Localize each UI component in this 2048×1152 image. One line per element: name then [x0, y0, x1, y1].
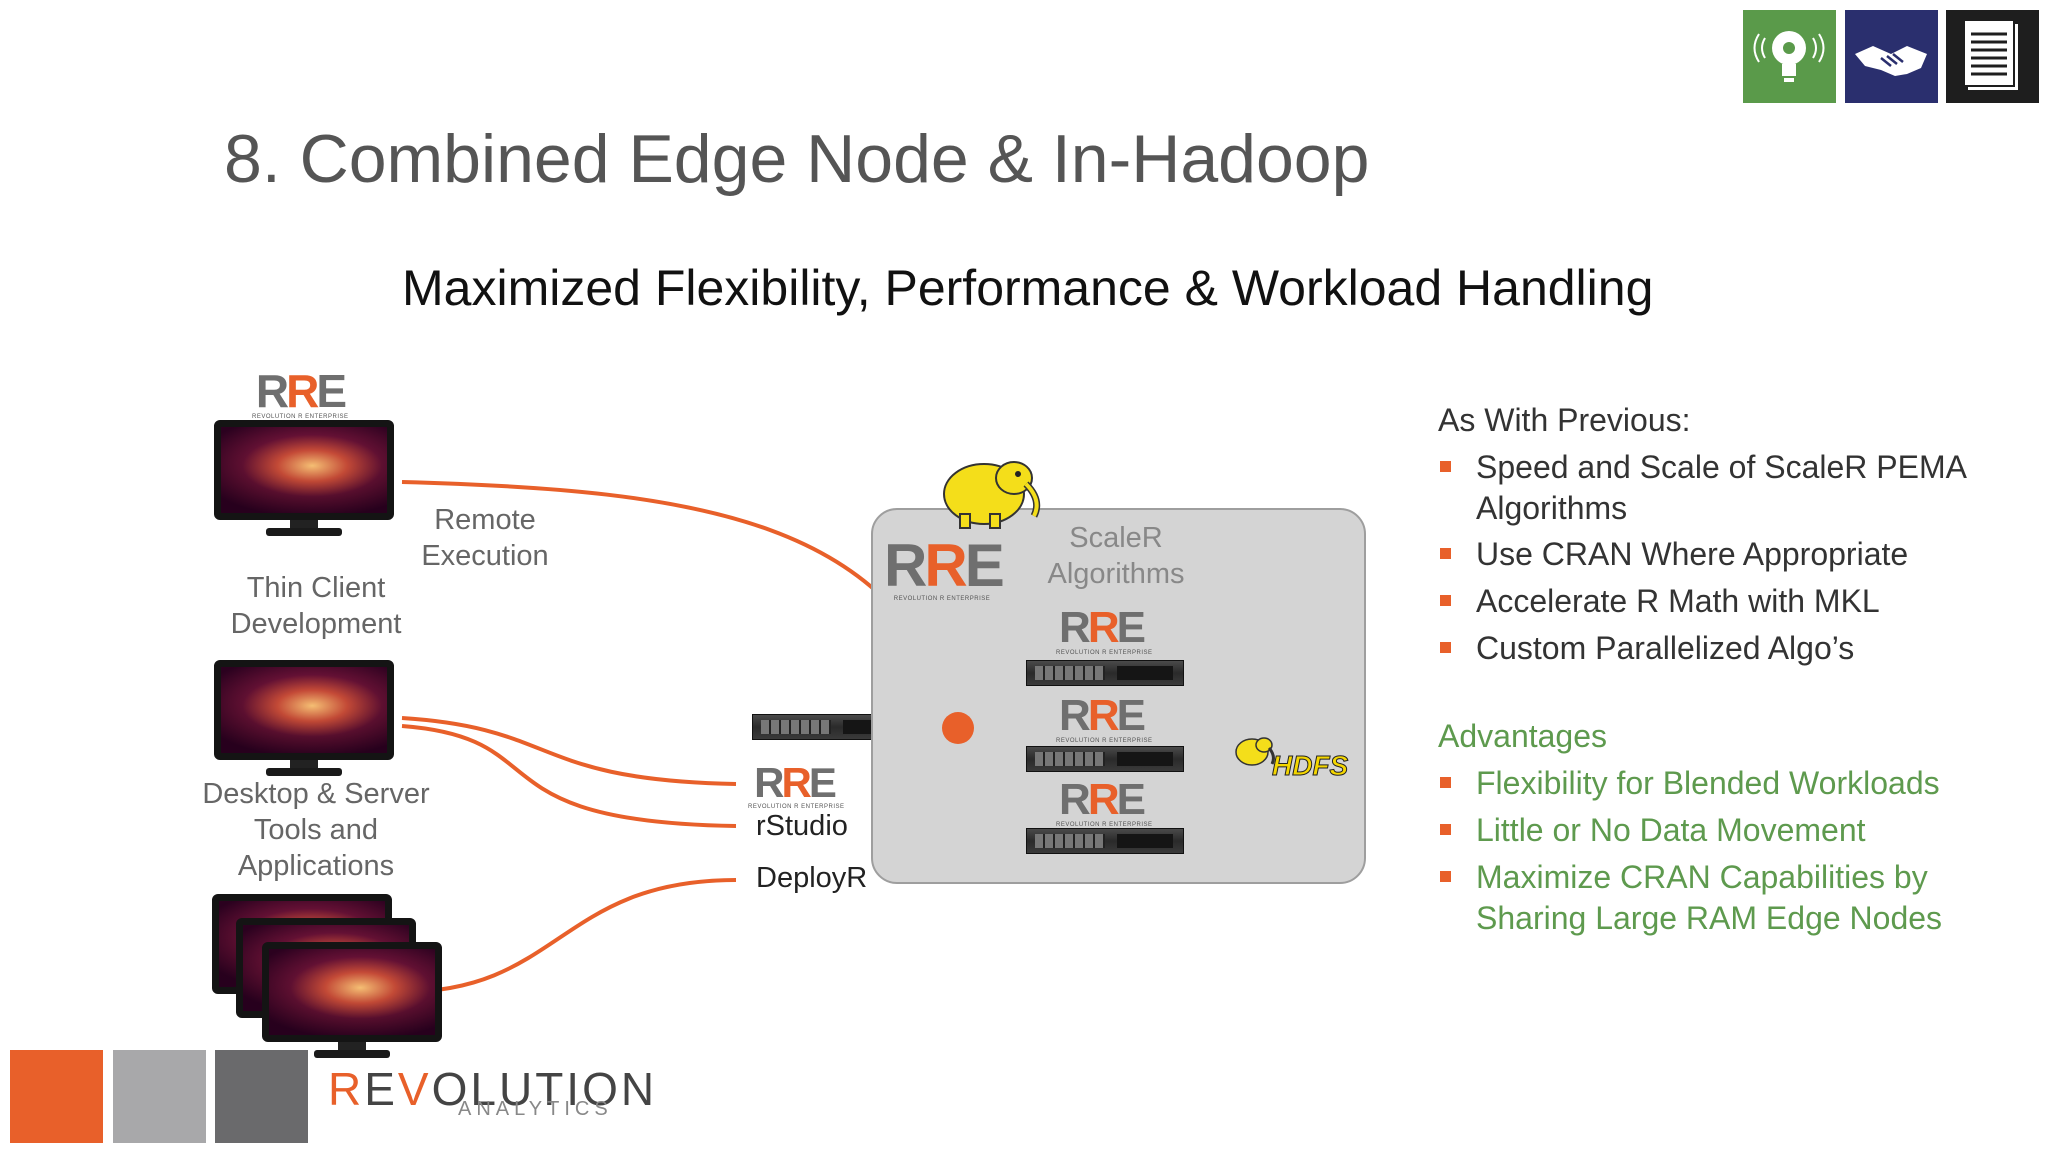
handshake-icon[interactable]: [1845, 10, 1938, 103]
previous-item-1: Speed and Scale of ScaleR PEMA: [1476, 449, 1967, 485]
bullet-marker: [1440, 548, 1451, 559]
advantage-item-3: Maximize CRAN Capabilities by: [1476, 859, 1928, 895]
app-monitor-front: [262, 942, 442, 1060]
advantage-item-3-cont: Sharing Large RAM Edge Nodes: [1476, 900, 1943, 936]
previous-item-1-cont: Algorithms: [1476, 490, 1628, 526]
footer-square-orange: [10, 1050, 103, 1143]
bullet-marker: [1440, 871, 1451, 882]
rre-logo-worker-3: RRE REVOLUTION R ENTERPRISE: [1056, 775, 1153, 829]
previous-item-3: Accelerate R Math with MKL: [1476, 583, 1880, 619]
slide-title: 8. Combined Edge Node & In-Hadoop: [224, 121, 1370, 197]
lightbulb-icon[interactable]: [1743, 10, 1836, 103]
hdfs-elephant-icon: [1235, 737, 1275, 766]
document-list-icon[interactable]: [1946, 10, 2039, 103]
previous-item-4: Custom Parallelized Algo’s: [1476, 630, 1855, 666]
worker-server-2: [1026, 746, 1184, 772]
connector-desktop-rre: [401, 716, 737, 786]
previous-item-2: Use CRAN Where Appropriate: [1476, 536, 1909, 572]
advantage-item-1: Flexibility for Blended Workloads: [1476, 765, 1940, 801]
rre-logo-edge-node: RRE REVOLUTION R ENTERPRISE: [748, 759, 845, 811]
advantages-heading: Advantages: [1438, 718, 1608, 754]
rre-logo-thin-client: RRE REVOLUTION R ENTERPRISE: [252, 365, 349, 420]
worker-server-1: [1026, 660, 1184, 686]
advantage-item-2: Little or No Data Movement: [1476, 812, 1866, 848]
connector-deployr: [401, 878, 737, 994]
revolution-logo-text: REVOLUTION: [328, 1063, 658, 1115]
hadoop-cluster-box: [871, 508, 1366, 884]
deployr-label: DeployR: [756, 862, 868, 894]
hub-node: [942, 712, 974, 744]
bullet-marker: [1440, 777, 1451, 788]
hadoop-elephant-icon: [943, 461, 1041, 529]
bullet-marker: [1440, 824, 1451, 835]
connector-desktop-rstudio: [401, 724, 737, 828]
rre-logo-cluster: RRE REVOLUTION R ENTERPRISE: [884, 532, 1005, 603]
bullet-marker: [1440, 461, 1451, 472]
bullet-marker: [1440, 642, 1451, 653]
footer-square-light-gray: [113, 1050, 206, 1143]
slide-subtitle: Maximized Flexibility, Performance & Wor…: [402, 260, 1654, 316]
worker-server-3: [1026, 828, 1184, 854]
bullet-marker: [1440, 595, 1451, 606]
rstudio-label: rStudio: [756, 810, 848, 842]
rre-logo-worker-2: RRE REVOLUTION R ENTERPRISE: [1056, 691, 1153, 745]
previous-heading: As With Previous:: [1438, 402, 1691, 438]
footer-square-dark-gray: [215, 1050, 308, 1143]
rre-logo-worker-1: RRE REVOLUTION R ENTERPRISE: [1056, 603, 1153, 657]
desktop-server-monitor: [214, 660, 394, 778]
thin-client-monitor: [214, 420, 394, 538]
analytics-logo-text: ANALYTICS: [458, 1098, 613, 1120]
hdfs-label: HDFS: [1271, 750, 1349, 782]
